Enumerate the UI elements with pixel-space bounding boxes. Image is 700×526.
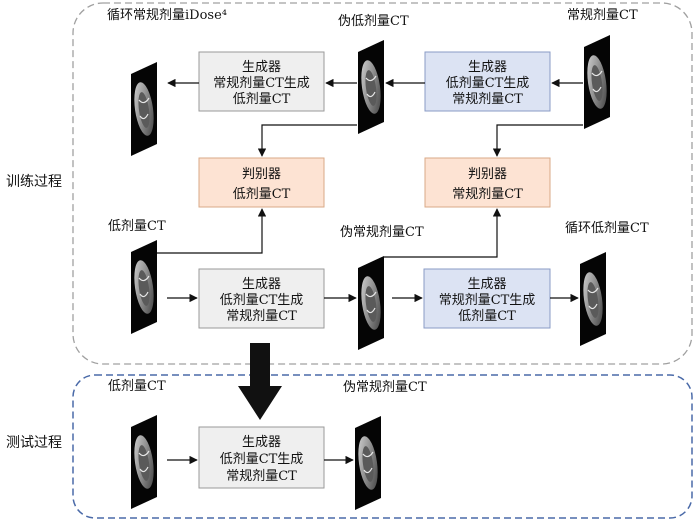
ct-image-cycle-low bbox=[579, 251, 607, 347]
generator-box-mid-right: 生成器 常规剂量CT生成 低剂量CT bbox=[423, 268, 551, 329]
connector-normal-to-disc-right bbox=[492, 124, 583, 157]
box-line: 常规剂量CT生成 bbox=[213, 76, 310, 91]
box-line: 低剂量CT bbox=[458, 309, 516, 324]
discriminator-box-right: 判别器 常规剂量CT bbox=[424, 157, 551, 208]
box-line: 生成器 bbox=[242, 277, 281, 292]
connector-pseudo-low-to-disc-left bbox=[257, 124, 357, 157]
pseudo-normal-test-label: 伪常规剂量CT bbox=[343, 380, 427, 395]
box-line: 生成器 bbox=[468, 60, 507, 75]
ct-image-low-mid bbox=[130, 239, 158, 335]
connector-pseudo-normal-to-disc-right bbox=[384, 208, 502, 258]
box-line: 低剂量CT生成 bbox=[446, 76, 530, 91]
box-line: 常规剂量CT生成 bbox=[439, 293, 536, 308]
low-mid-label: 低剂量CT bbox=[108, 219, 166, 234]
training-section-label: 训练过程 bbox=[6, 174, 62, 190]
box-line: 低剂量CT生成 bbox=[220, 452, 304, 467]
training-frame bbox=[72, 2, 693, 365]
discriminator-box-left: 判别器 低剂量CT bbox=[198, 157, 325, 208]
box-line: 常规剂量CT bbox=[226, 469, 297, 484]
box-line: 判别器 bbox=[242, 167, 281, 182]
box-line: 低剂量CT bbox=[233, 187, 291, 202]
generator-box-test: 生成器 低剂量CT生成 常规剂量CT bbox=[198, 426, 325, 489]
ct-image-pseudo-normal-test bbox=[354, 415, 382, 511]
connector-low-to-disc-left bbox=[157, 208, 267, 254]
box-line: 低剂量CT bbox=[233, 92, 291, 107]
ct-image-pseudo-normal-mid bbox=[357, 255, 385, 351]
normal-top-label: 常规剂量CT bbox=[567, 8, 638, 23]
ct-image-normal-top bbox=[583, 34, 611, 130]
box-line: 常规剂量CT bbox=[452, 187, 523, 202]
ct-image-low-test bbox=[130, 414, 158, 510]
box-line: 生成器 bbox=[242, 60, 281, 75]
testing-section-label: 测试过程 bbox=[6, 435, 62, 451]
generator-box-top-right: 生成器 低剂量CT生成 常规剂量CT bbox=[424, 51, 551, 112]
generator-box-top-left: 生成器 常规剂量CT生成 低剂量CT bbox=[198, 51, 325, 112]
low-test-label: 低剂量CT bbox=[108, 379, 166, 394]
box-line: 生成器 bbox=[242, 435, 281, 450]
ct-image-cycle-idose bbox=[130, 61, 158, 157]
pseudo-low-label: 伪低剂量CT bbox=[338, 14, 409, 29]
cycle-idose-label: 循环常规剂量iDose⁴ bbox=[107, 8, 227, 23]
box-line: 低剂量CT生成 bbox=[220, 293, 304, 308]
box-line: 生成器 bbox=[467, 277, 506, 292]
pseudo-normal-mid-label: 伪常规剂量CT bbox=[340, 225, 424, 240]
box-line: 判别器 bbox=[468, 167, 507, 182]
ct-image-pseudo-low bbox=[357, 39, 385, 135]
generator-box-mid-left: 生成器 低剂量CT生成 常规剂量CT bbox=[198, 268, 325, 329]
box-line: 常规剂量CT bbox=[226, 309, 297, 324]
testing-frame bbox=[72, 374, 693, 519]
cycle-low-label: 循环低剂量CT bbox=[565, 221, 649, 236]
big-down-arrow bbox=[238, 343, 282, 420]
box-line: 常规剂量CT bbox=[452, 92, 523, 107]
